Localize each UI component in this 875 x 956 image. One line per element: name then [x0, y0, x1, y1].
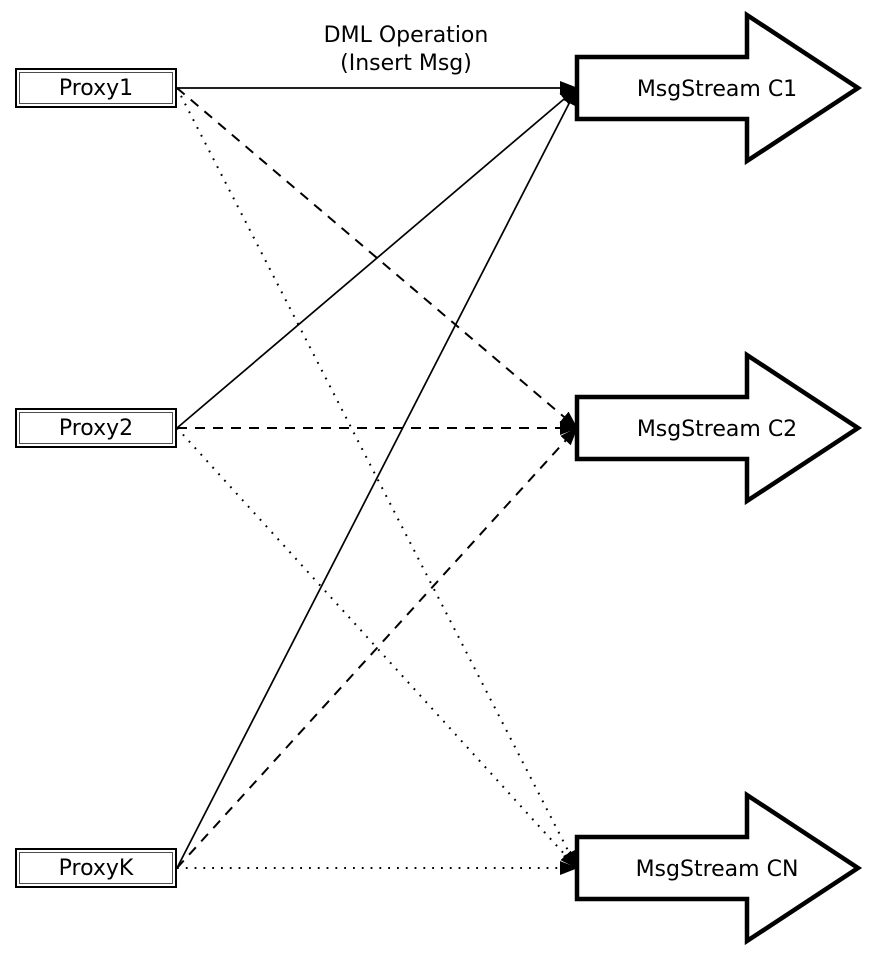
- msgstream-c1-arrow-shape: [574, 10, 863, 166]
- edge-label-line2: (Insert Msg): [340, 51, 472, 76]
- msgstream-c1-node: MsgStream C1: [574, 10, 863, 166]
- msgstream-c2-label: MsgStream C2: [637, 417, 797, 442]
- connector-proxyk-c1: [176, 87, 578, 869]
- connector-lines: [176, 81, 578, 875]
- proxyk-node: ProxyK: [15, 848, 177, 888]
- connector-proxy1-c2: [176, 87, 578, 429]
- proxy2-label: Proxy2: [58, 415, 134, 441]
- edge-label-line1: DML Operation: [323, 23, 489, 48]
- msgstream-c1-label: MsgStream C1: [637, 77, 797, 102]
- connector-proxyk-c2: [176, 427, 578, 869]
- proxy2-node: Proxy2: [15, 408, 177, 448]
- msgstream-cn-label: MsgStream CN: [636, 857, 799, 882]
- connector-proxy2-c1: [176, 87, 578, 429]
- proxyk-label: ProxyK: [58, 855, 134, 881]
- connector-proxy1-cn: [176, 87, 578, 869]
- msgstream-cn-arrow-shape: [574, 790, 863, 946]
- edge-label: DML Operation (Insert Msg): [256, 22, 556, 78]
- msgstream-c2-node: MsgStream C2: [574, 350, 863, 506]
- msgstream-cn-node: MsgStream CN: [574, 790, 863, 946]
- proxy1-label: Proxy1: [58, 75, 134, 101]
- msgstream-c2-arrow-shape: [574, 350, 863, 506]
- proxy1-node: Proxy1: [15, 68, 177, 108]
